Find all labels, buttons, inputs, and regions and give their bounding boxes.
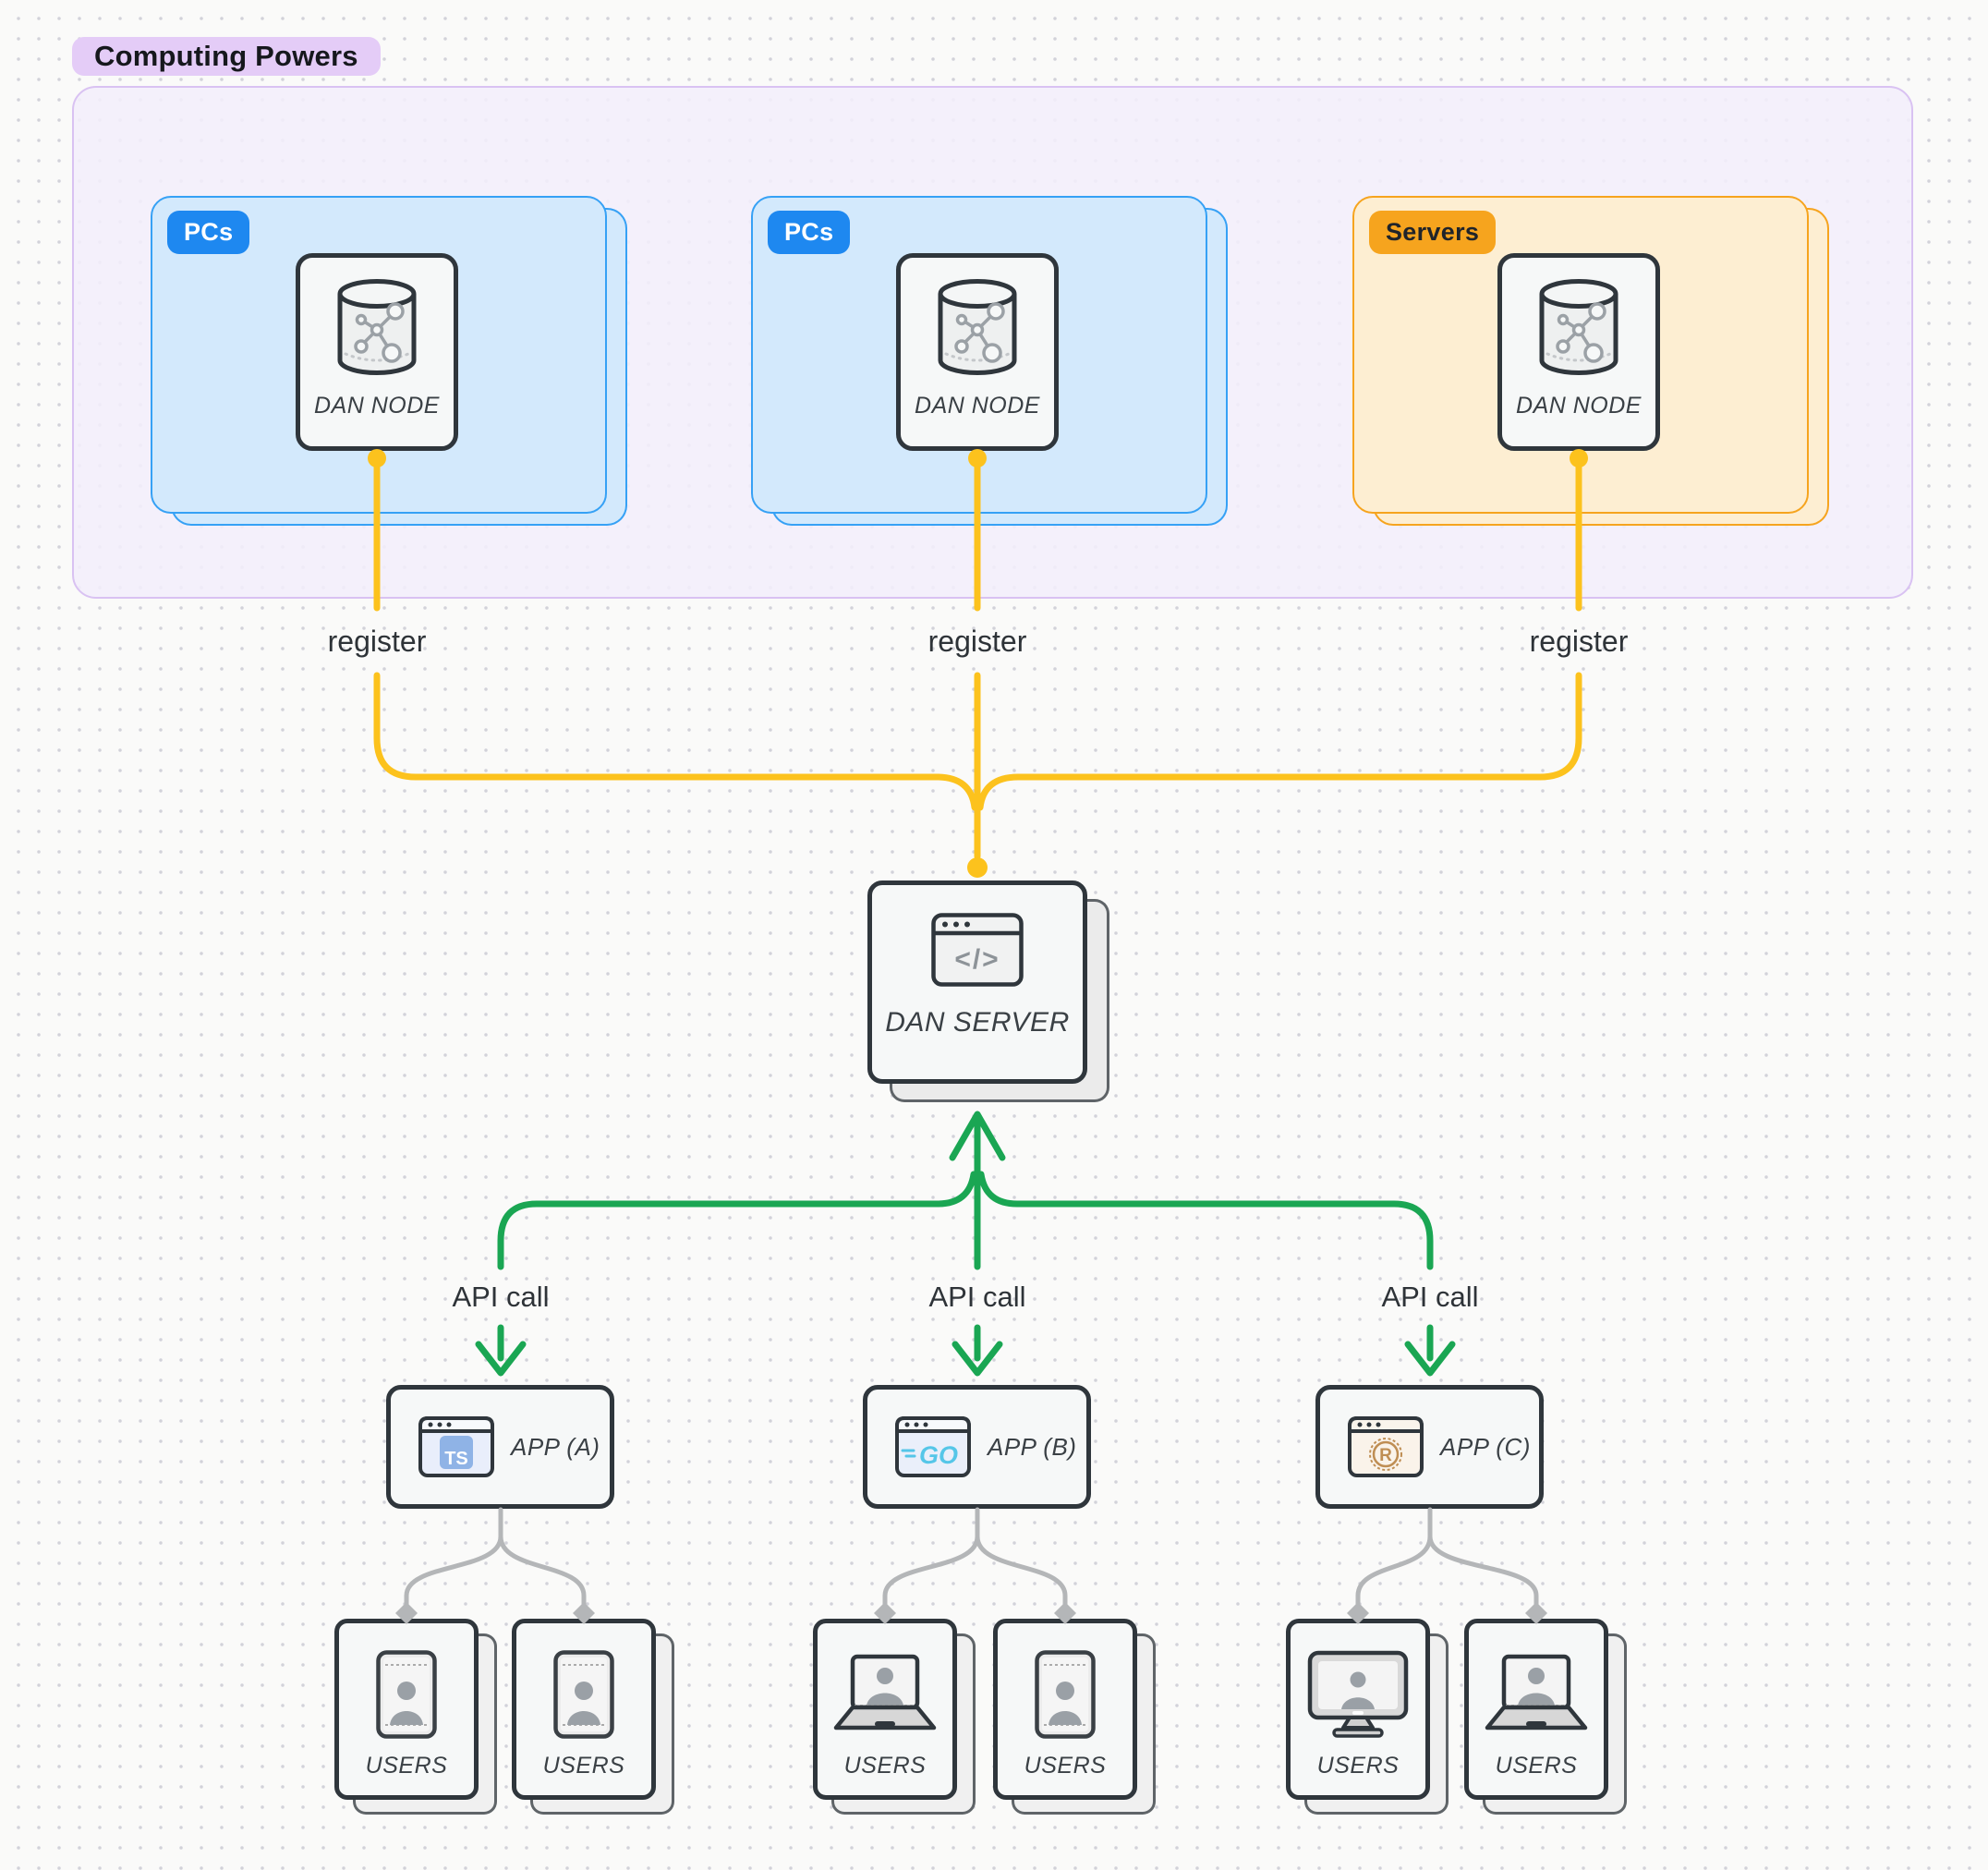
users-label: USERS <box>1316 1753 1400 1779</box>
dan-node-label-1: DAN NODE <box>314 393 440 419</box>
id-badge-user-icon <box>376 1650 437 1739</box>
users-card-c2: USERS <box>1464 1619 1608 1800</box>
dan-node-label-2: DAN NODE <box>915 393 1040 419</box>
register-label-3: register <box>1529 625 1629 658</box>
users-label: USERS <box>1495 1753 1578 1779</box>
users-label: USERS <box>843 1753 927 1779</box>
dan-node-box-2: DAN NODE <box>896 253 1059 451</box>
id-badge-user-icon <box>1035 1650 1096 1739</box>
typescript-browser-icon: TS <box>418 1416 494 1477</box>
svg-text:</>: </> <box>954 944 1000 975</box>
register-label-1: register <box>327 625 427 658</box>
svg-text:R: R <box>1379 1446 1392 1465</box>
api-call-label-3: API call <box>1381 1281 1479 1313</box>
laptop-user-icon <box>1485 1654 1588 1730</box>
computing-powers-badge: Computing Powers <box>72 37 381 76</box>
users-label: USERS <box>365 1753 448 1779</box>
database-network-icon <box>938 279 1017 375</box>
users-label: USERS <box>542 1753 625 1779</box>
rust-browser-icon: R <box>1348 1416 1424 1477</box>
dan-node-box-3: DAN NODE <box>1497 253 1660 451</box>
users-card-a1: USERS <box>334 1619 479 1800</box>
dan-server-box: </> DAN SERVER <box>867 880 1087 1084</box>
pcs-badge-1: PCs <box>167 211 250 254</box>
svg-text:TS: TS <box>444 1449 468 1469</box>
users-card-b1: USERS <box>813 1619 957 1800</box>
dan-node-box-1: DAN NODE <box>296 253 458 451</box>
go-browser-icon: GO <box>895 1416 971 1477</box>
users-label: USERS <box>1024 1753 1107 1779</box>
app-a-box: TS APP (A) <box>386 1385 614 1509</box>
api-call-label-1: API call <box>452 1281 550 1313</box>
database-network-icon <box>1539 279 1618 375</box>
browser-code-icon: </> <box>931 913 1024 987</box>
monitor-user-icon <box>1307 1650 1409 1738</box>
app-b-label: APP (B) <box>988 1432 1077 1461</box>
laptop-user-icon <box>833 1654 937 1730</box>
register-label-2: register <box>927 625 1027 658</box>
pcs-badge-2: PCs <box>768 211 851 254</box>
svg-text:GO: GO <box>919 1441 958 1469</box>
app-c-box: R APP (C) <box>1315 1385 1544 1509</box>
api-call-label-2: API call <box>928 1281 1026 1313</box>
users-card-a2: USERS <box>512 1619 656 1800</box>
users-card-b2: USERS <box>993 1619 1137 1800</box>
dan-server-label: DAN SERVER <box>885 1007 1070 1038</box>
database-network-icon <box>337 279 417 375</box>
app-a-label: APP (A) <box>511 1432 600 1461</box>
app-c-label: APP (C) <box>1440 1432 1531 1461</box>
servers-badge: Servers <box>1369 211 1497 254</box>
app-b-box: GO APP (B) <box>863 1385 1091 1509</box>
users-card-c1: USERS <box>1286 1619 1430 1800</box>
dan-node-label-3: DAN NODE <box>1516 393 1642 419</box>
id-badge-user-icon <box>553 1650 614 1739</box>
